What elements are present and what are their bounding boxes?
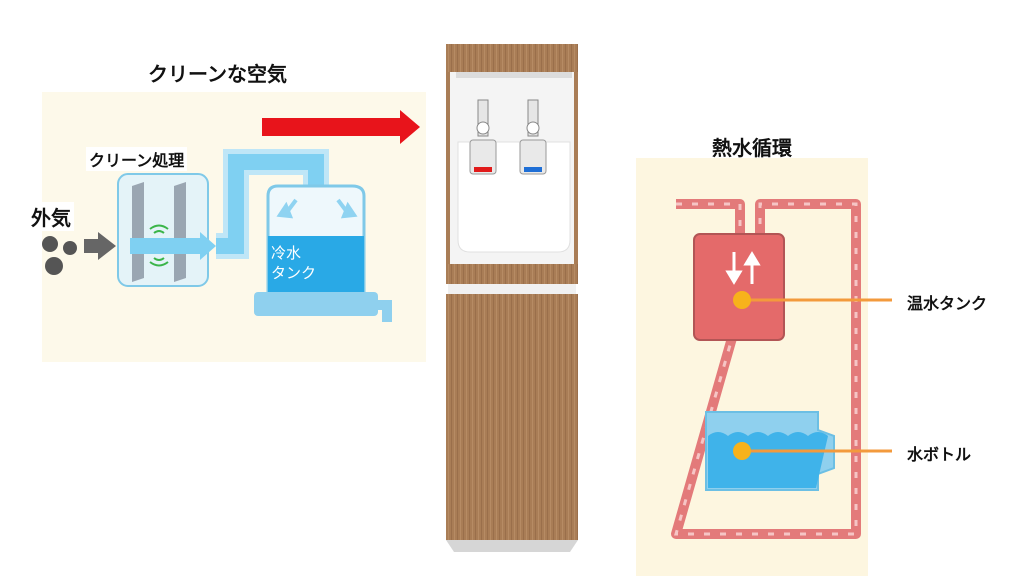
clean-process-label: クリーン処理 — [86, 147, 188, 171]
faucet — [378, 300, 392, 322]
right-diagram-panel — [636, 158, 868, 576]
transfer-arrow — [262, 110, 420, 144]
hot-tank-label: 温水タンク — [907, 294, 988, 313]
cold-tank-base — [254, 292, 378, 316]
water-server — [446, 44, 578, 552]
cold-tank-label-line2: タンク — [271, 264, 317, 282]
filter-plates — [132, 182, 186, 282]
hot-tank-arrows — [725, 251, 761, 285]
cold-tank-label-line1: 冷水 — [271, 244, 302, 262]
wifi-icon — [149, 224, 169, 267]
cold-tank-water — [268, 236, 364, 294]
water-bottle-label: 水ボトル — [907, 445, 972, 464]
cold-tank-label: 冷水 タンク — [271, 243, 316, 283]
filter-flow — [130, 238, 200, 254]
outside-air-label: 外気 — [28, 202, 74, 231]
bottle-marker — [733, 442, 751, 460]
hot-tank-marker — [733, 291, 751, 309]
hot-circulation-title: 熱水循環 — [712, 136, 792, 160]
hot-water-tank — [693, 233, 785, 341]
clean-process-box — [117, 173, 209, 287]
air-particles — [42, 236, 77, 275]
hot-water-tap — [469, 99, 497, 175]
filter-arrow — [200, 232, 216, 260]
clean-air-title: クリーンな空気 — [148, 62, 287, 86]
tank-vent-arrows — [276, 198, 358, 219]
cold-water-tap — [519, 99, 547, 175]
inlet-arrow — [84, 232, 116, 260]
